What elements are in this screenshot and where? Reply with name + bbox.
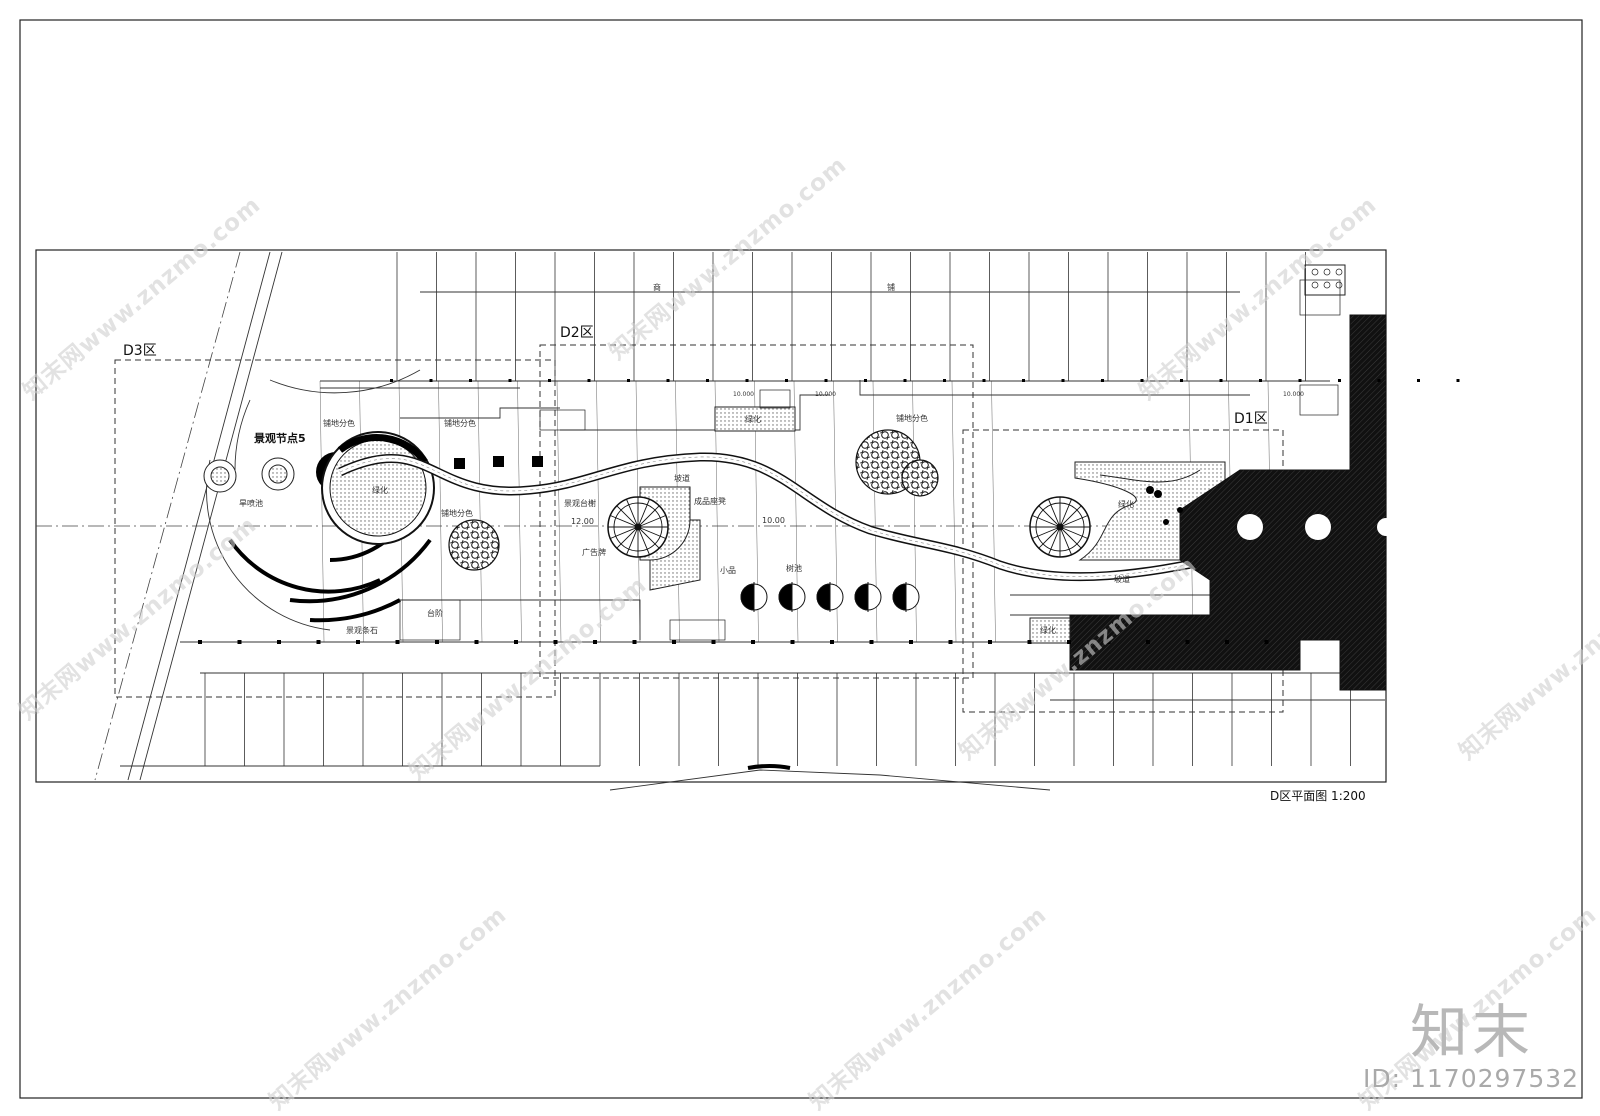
label-slope: 坡道 [674, 474, 690, 483]
shop-grid-bottom [204, 673, 1351, 766]
label-elevation: 10.000 [1283, 391, 1304, 398]
d1-features [1029, 264, 1395, 691]
label-shop-left: 商 [653, 283, 661, 292]
image-id: ID: 1170297532 [1363, 1064, 1580, 1093]
label-paving: 铺地分色 [896, 414, 928, 423]
label-tree-pool: 树池 [786, 564, 802, 573]
label-elevation: 10.000 [733, 391, 754, 398]
label-green: 绿化 [745, 415, 761, 424]
sheet-border [19, 19, 1583, 1099]
label-paving: 铺地分色 [323, 419, 355, 428]
label-green: 绿化 [1118, 500, 1134, 509]
label-ad-board: 广告牌 [582, 548, 606, 557]
label-slope: 坡道 [1114, 575, 1130, 584]
stair-symbols [399, 279, 1341, 641]
label-green: 绿化 [1040, 626, 1056, 635]
label-paving: 铺地分色 [444, 419, 476, 428]
zone-label-d1: D1区 [1234, 411, 1268, 427]
label-elevation: 10.000 [815, 391, 836, 398]
label-seat: 成品座凳 [694, 497, 726, 506]
label-fountain: 旱喷池 [239, 499, 263, 508]
zone-label-d3: D3区 [123, 343, 157, 359]
entrance-arc [747, 764, 791, 770]
label-paving: 铺地分色 [441, 509, 473, 518]
label-elevation: 12.00 [571, 517, 594, 526]
drawing-title: D区平面图 1:200 [1270, 789, 1366, 803]
planter-squares [454, 456, 543, 469]
label-elevation: 10.00 [762, 516, 785, 525]
columns [198, 379, 1460, 644]
label-green: 绿化 [372, 486, 388, 495]
brand-logo: 知末 [1410, 998, 1535, 1066]
label-stone: 景观条石 [346, 626, 378, 635]
label-shop-right: 铺 [887, 283, 895, 292]
node-label: 景观节点5 [254, 432, 306, 445]
road-edges [127, 251, 283, 781]
label-sculpture: 小品 [720, 566, 736, 575]
label-stairs: 台阶 [427, 609, 443, 618]
d2-features [399, 279, 1341, 641]
zone-label-d2: D2区 [560, 325, 594, 341]
label-landscape-tower: 景观台榭 [564, 499, 596, 508]
